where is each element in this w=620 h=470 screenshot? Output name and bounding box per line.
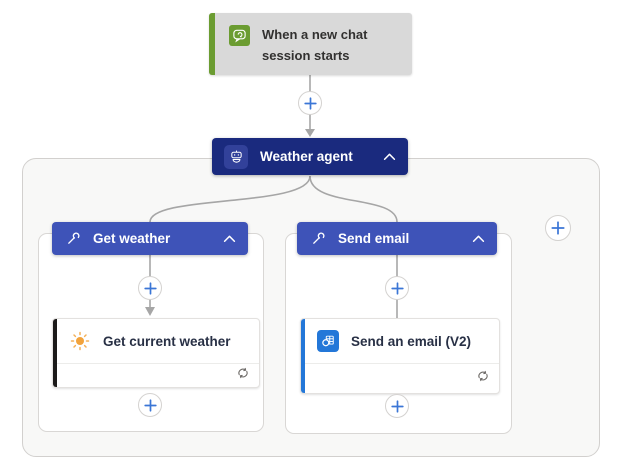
card-accent-stripe xyxy=(53,319,57,387)
agent-node-weather-agent[interactable]: Weather agent xyxy=(212,138,408,175)
wrench-icon xyxy=(66,231,81,246)
trigger-label: When a new chat session starts xyxy=(262,27,368,63)
add-tool-button[interactable] xyxy=(545,215,571,241)
bot-icon xyxy=(224,144,248,169)
action-card-send-an-email-v2[interactable]: Send an email (V2) xyxy=(300,318,500,394)
add-action-button-get-weather-branch[interactable] xyxy=(138,276,162,300)
connection-icon[interactable] xyxy=(476,369,490,388)
action-card-get-current-weather[interactable]: Get current weather xyxy=(52,318,260,388)
add-action-button-after-trigger[interactable] xyxy=(298,91,322,115)
action-title: Send an email (V2) xyxy=(351,333,472,349)
tool-header-send-email[interactable]: Send email xyxy=(297,222,497,255)
add-action-button-send-email-branch-bottom[interactable] xyxy=(385,394,409,418)
trigger-node-when-new-chat-session-starts[interactable]: When a new chat session starts xyxy=(209,13,412,75)
chevron-up-icon[interactable] xyxy=(223,235,236,243)
outlook-icon xyxy=(317,330,339,352)
tool-label: Send email xyxy=(338,231,410,246)
chat-icon xyxy=(229,25,250,46)
tool-header-get-weather[interactable]: Get weather xyxy=(52,222,248,255)
connection-icon[interactable] xyxy=(236,366,250,385)
card-accent-stripe xyxy=(301,319,305,393)
chevron-up-icon[interactable] xyxy=(383,153,396,161)
wrench-icon xyxy=(311,231,326,246)
add-action-button-send-email-branch[interactable] xyxy=(385,276,409,300)
chevron-up-icon[interactable] xyxy=(472,235,485,243)
tool-label: Get weather xyxy=(93,231,171,246)
agent-label: Weather agent xyxy=(260,149,353,164)
action-title: Get current weather xyxy=(103,333,231,349)
sun-icon xyxy=(69,330,91,352)
add-action-button-get-weather-branch-bottom[interactable] xyxy=(138,393,162,417)
trigger-accent-stripe xyxy=(209,13,215,75)
